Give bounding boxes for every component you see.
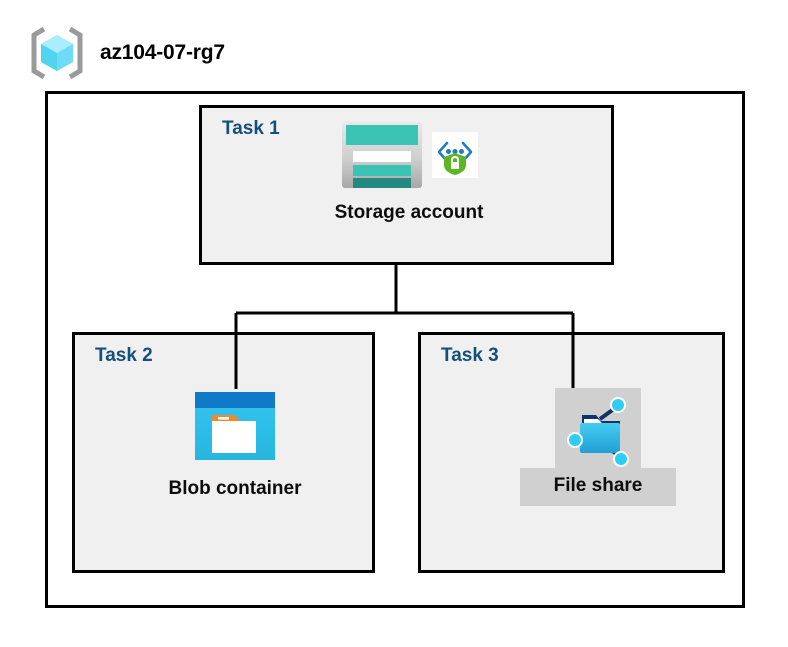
resource-group-header: az104-07-rg7 bbox=[28, 26, 225, 80]
resource-group-title: az104-07-rg7 bbox=[100, 41, 225, 64]
storage-account-icon-group bbox=[340, 118, 478, 192]
file-share-label: File share bbox=[553, 475, 643, 496]
task3-label: Task 3 bbox=[441, 345, 499, 366]
blob-container-node[interactable]: Blob container bbox=[135, 388, 335, 500]
task2-label: Task 2 bbox=[95, 345, 153, 366]
task1-label: Task 1 bbox=[222, 118, 280, 139]
file-share-icon-highlight bbox=[555, 388, 641, 474]
storage-account-icon bbox=[342, 122, 422, 188]
blob-container-label: Blob container bbox=[168, 478, 302, 499]
resource-group-icon bbox=[31, 26, 83, 80]
blob-container-icon bbox=[195, 392, 275, 460]
file-share-node[interactable]: File share bbox=[498, 388, 698, 506]
storage-account-label: Storage account bbox=[334, 202, 484, 223]
file-share-icon bbox=[567, 397, 629, 467]
storage-account-node[interactable]: Storage account bbox=[294, 118, 524, 224]
file-share-label-highlight: File share bbox=[519, 468, 677, 506]
task2-box: Task 2 bbox=[72, 332, 375, 573]
secure-endpoint-shield-icon bbox=[432, 132, 478, 178]
